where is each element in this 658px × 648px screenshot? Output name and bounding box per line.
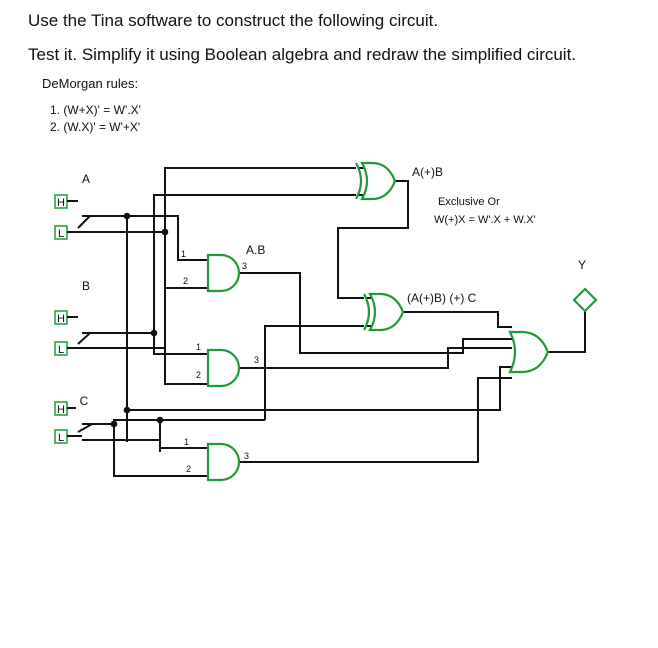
and-gate-2[interactable]	[206, 348, 241, 388]
xor-top-extra-arc	[355, 162, 363, 200]
junction-dot	[123, 406, 131, 414]
wire-xor-mid-out	[400, 311, 512, 328]
wire-a-to-or	[127, 366, 512, 411]
output-label-y: Y	[578, 258, 586, 272]
wire-a-not-to-xor	[82, 167, 364, 233]
label-and-top: A.B	[246, 243, 265, 257]
wire-and3-out	[238, 377, 512, 463]
junction-dot	[123, 212, 131, 220]
switch-b-high-label: H	[57, 313, 65, 325]
instruction-line-2: Test it. Simplify it using Boolean algeb…	[28, 45, 577, 64]
and-gate-1[interactable]	[206, 253, 241, 293]
demorgan-title: DeMorgan rules:	[42, 76, 139, 91]
label-xor-top: A(+)B	[412, 165, 443, 179]
wire-a-vertical	[82, 215, 128, 442]
wire-and2-out	[238, 347, 512, 369]
xor-mid-body	[368, 292, 405, 332]
switch-c[interactable]: H L C	[54, 394, 93, 444]
wire-c-to-and3	[82, 423, 208, 477]
input-label-c: C	[80, 394, 89, 408]
wire-c-to-xor-mid	[264, 325, 371, 420]
switch-a[interactable]: H L A	[54, 172, 91, 240]
switch-b-lever	[77, 332, 91, 345]
pin-label: 2	[196, 370, 201, 380]
and3-body	[206, 442, 241, 482]
wire-xor-top-out	[337, 180, 409, 299]
xor-top-body	[360, 161, 397, 201]
xor-gate-top[interactable]	[355, 161, 397, 201]
pin-label: 1	[196, 342, 201, 352]
pin-label: 3	[244, 451, 249, 461]
wire-a-not-to-and2	[164, 232, 208, 385]
switch-b[interactable]: H L B	[54, 279, 91, 356]
switch-a-lever	[77, 215, 91, 229]
switch-b-low-label: L	[58, 344, 64, 356]
or-final-body	[508, 330, 550, 374]
wire-a-to-and1	[127, 215, 208, 261]
junction-dots	[110, 212, 169, 428]
junction-dot	[150, 329, 158, 337]
label-xor-mid: (A(+)B) (+) C	[407, 291, 477, 305]
switch-c-lever	[77, 423, 93, 433]
wire-c-not-to-and3	[82, 439, 208, 449]
wire-b-to-and2	[153, 333, 208, 355]
demorgan-rule-1: 1. (W+X)' = W'.X'	[50, 103, 141, 117]
pin-label: 1	[184, 437, 189, 447]
pin-label: 3	[242, 261, 247, 271]
junction-dot	[110, 420, 118, 428]
wire-b-to-xor	[82, 194, 364, 334]
switch-c-low-label: L	[58, 432, 64, 444]
switch-a-low-label: L	[58, 228, 64, 240]
junction-dot	[161, 228, 169, 236]
wire-b-not-to-and1	[82, 287, 208, 349]
demorgan-rule-2: 2. (W.X)' = W'+X'	[50, 120, 141, 134]
output-diamond[interactable]	[572, 287, 598, 313]
pin-label: 1	[181, 249, 186, 259]
and1-body	[206, 253, 241, 293]
switch-c-high-label: H	[57, 404, 65, 416]
junction-dot	[156, 416, 164, 424]
or-gate-final[interactable]	[508, 330, 550, 374]
wire-c-branch	[113, 419, 161, 452]
label-exclusive-or-formula: W(+)X = W'.X + W.X'	[434, 214, 536, 226]
and-gate-3[interactable]	[206, 442, 241, 482]
pin-label: 3	[254, 355, 259, 365]
wires	[82, 167, 586, 477]
xor-gate-mid[interactable]	[363, 292, 405, 332]
output-y[interactable]: Y	[572, 258, 598, 313]
pin-label: 2	[183, 276, 188, 286]
pin-label: 2	[186, 464, 191, 474]
and2-body	[206, 348, 241, 388]
demorgan-rules: 1. (W+X)' = W'.X' 2. (W.X)' = W'+X'	[50, 102, 141, 136]
wire-or-out	[546, 309, 586, 353]
xor-mid-extra-arc	[363, 293, 371, 331]
switch-a-high-label: H	[57, 197, 65, 209]
label-exclusive-or: Exclusive Or	[438, 196, 500, 208]
input-label-b: B	[82, 279, 90, 293]
input-label-a: A	[82, 172, 90, 186]
wire-and1-out	[238, 272, 512, 354]
instruction-line-1: Use the Tina software to construct the f…	[28, 11, 439, 30]
